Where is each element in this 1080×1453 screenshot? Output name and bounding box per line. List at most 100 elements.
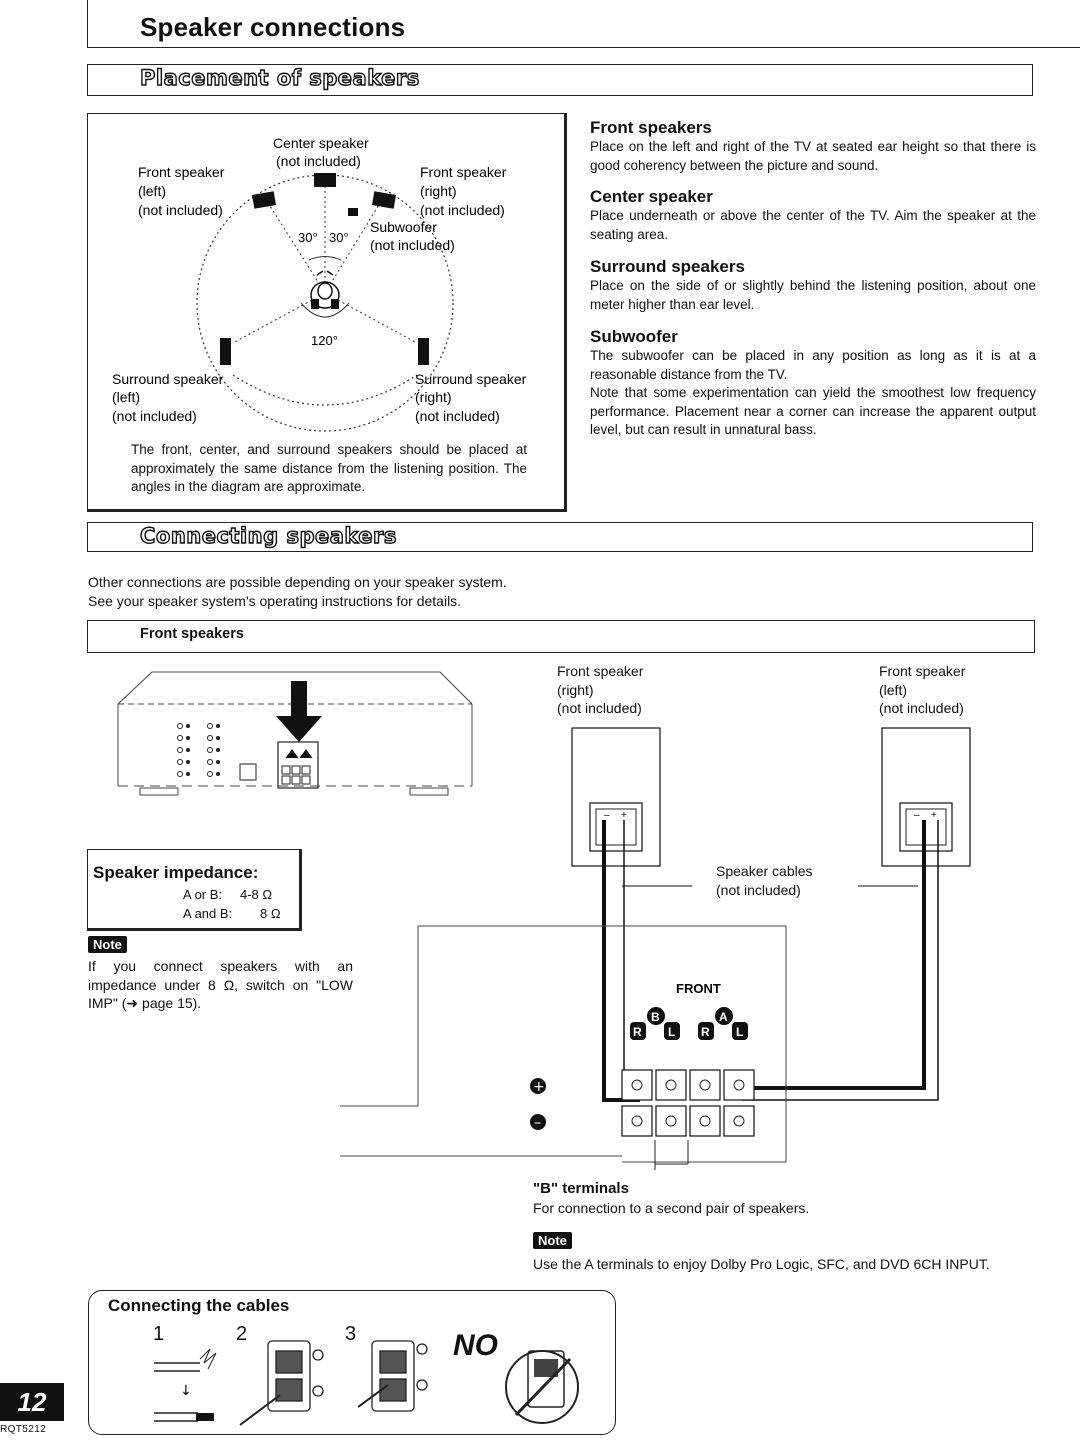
prohibited-icon <box>505 1350 579 1424</box>
no-label: NO <box>453 1329 498 1362</box>
document-code: RQT5212 <box>0 1424 47 1435</box>
terminal-b-badge: B <box>651 1010 660 1024</box>
front-speaker-left-note: (not included) <box>879 700 964 716</box>
angle-right-label: 30° <box>329 230 349 245</box>
terminal-a-badge: A <box>719 1010 728 1024</box>
front-speakers-bar-label: Front speakers <box>140 626 244 642</box>
front-right-speaker-mark <box>371 191 397 209</box>
surround-right-speaker-mark <box>418 338 429 365</box>
center-speaker-text: Place underneath or above the center of … <box>590 208 1036 242</box>
listener-icon <box>310 270 340 309</box>
note-badge-2: Note <box>533 1232 572 1249</box>
center-speaker-note: (not included) <box>276 153 361 169</box>
angle-arc-front <box>308 256 342 261</box>
title-underline <box>87 47 1080 48</box>
front-speaker-right-note: (not included) <box>557 700 642 716</box>
front-right-note: (not included) <box>420 202 505 218</box>
note-badge-1: Note <box>88 936 127 953</box>
center-speaker-label: Center speaker <box>273 135 369 151</box>
terminal-l-badge-1: L <box>668 1025 675 1039</box>
svg-text:+: + <box>533 1079 545 1095</box>
placement-heading: Placement of speakers <box>139 65 420 90</box>
subwoofer-mark <box>348 208 358 216</box>
connecting-heading: Connecting speakers <box>139 523 397 548</box>
wiring-diagram: – + – + + – B A R L R L FRONT <box>340 727 971 1170</box>
front-left-note: (not included) <box>138 202 223 218</box>
placement-diagram-box <box>87 113 567 512</box>
center-speaker-mark <box>314 173 336 187</box>
svg-text:↓: ↓ <box>180 1383 192 1399</box>
front-left-label: Front speaker <box>138 164 225 180</box>
surround-speakers-title: Surround speakers <box>590 257 745 276</box>
front-speakers-text: Place on the left and right of the TV at… <box>590 139 1036 173</box>
surround-speakers-text: Place on the side of or slightly behind … <box>590 278 1036 312</box>
speaker-cables-note: (not included) <box>716 882 801 898</box>
subwoofer-note: (not included) <box>370 237 455 253</box>
front-speaker-left-label: Front speaker <box>879 663 966 679</box>
step-1-label: 1 <box>153 1323 165 1345</box>
impedance-row2-value: 8 Ω <box>260 906 281 921</box>
impedance-row2-label: A and B: <box>183 906 233 921</box>
note-text-2: Use the A terminals to enjoy Dolby Pro L… <box>533 1256 990 1272</box>
title-rule <box>87 0 88 48</box>
surround-right-label: Surround speaker <box>415 371 527 387</box>
front-terminal-label: FRONT <box>676 981 721 996</box>
center-speaker-title: Center speaker <box>590 187 713 206</box>
subwoofer-title: Subwoofer <box>590 327 678 346</box>
step-2-terminal-icon <box>239 1340 324 1426</box>
front-speaker-right-side: (right) <box>557 682 594 698</box>
angle-left-label: 30° <box>298 230 318 245</box>
svg-text:–: – <box>534 1115 541 1131</box>
connecting-cables-box: Connecting the cables 1 2 3 NO <box>88 1290 616 1435</box>
surround-left-speaker-mark <box>220 338 231 365</box>
b-terminals-title: "B" terminals <box>533 1180 629 1197</box>
left-angle-line <box>264 197 326 294</box>
cable-steps-illustration: ↓ <box>154 1340 579 1426</box>
subwoofer-label: Subwoofer <box>370 219 437 235</box>
connecting-intro-2: See your speaker system's operating inst… <box>88 593 462 609</box>
connecting-heading-bar: Connecting speakers <box>87 522 1033 552</box>
page-title: Speaker connections <box>140 12 406 42</box>
impedance-heading: Speaker impedance: <box>93 863 259 882</box>
angle-rear-label: 120° <box>311 333 338 348</box>
front-speakers-title: Front speakers <box>590 118 712 137</box>
terminal-r-badge-2: R <box>701 1025 710 1039</box>
surround-left-side: (left) <box>112 389 140 405</box>
svg-text:–: – <box>914 810 920 821</box>
front-speakers-bar: Front speakers <box>87 620 1035 653</box>
front-speaker-right-label: Front speaker <box>557 663 644 679</box>
speaker-cables-label: Speaker cables <box>716 863 813 879</box>
placement-diagram: Center speaker (not included) Front spea… <box>112 135 527 432</box>
terminal-l-badge-2: L <box>736 1025 743 1039</box>
page-number: 12 <box>0 1383 64 1421</box>
listening-circle <box>196 174 454 432</box>
connecting-intro-1: Other connections are possible depending… <box>88 574 507 590</box>
placement-descriptions: Front speakers Place on the left and rig… <box>590 118 1036 440</box>
terminal-r-badge-1: R <box>633 1025 642 1039</box>
receiver-unit-drawing <box>117 671 473 796</box>
svg-text:–: – <box>604 810 610 821</box>
surround-left-note: (not included) <box>112 408 197 424</box>
surround-left-label: Surround speaker <box>112 371 224 387</box>
note-text-1: If you connect speakers with an impedanc… <box>88 958 353 1011</box>
diagram-caption: The front, center, and surround speakers… <box>131 442 527 494</box>
front-right-label: Front speaker <box>420 164 507 180</box>
step-1-cable-icon: ↓ <box>154 1348 217 1422</box>
surround-arc <box>232 374 418 406</box>
step-2-label: 2 <box>236 1323 248 1345</box>
front-speaker-left-side: (left) <box>879 682 907 698</box>
svg-text:+: + <box>931 810 937 821</box>
step-3-label: 3 <box>345 1323 357 1345</box>
impedance-row1-value: 4-8 Ω <box>240 887 273 902</box>
front-left-side: (left) <box>138 183 166 199</box>
subwoofer-text: The subwoofer can be placed in any posit… <box>590 348 1036 382</box>
impedance-row1-label: A or B: <box>183 887 223 902</box>
svg-text:+: + <box>621 810 627 821</box>
subwoofer-text-2: Note that some experimentation can yield… <box>590 385 1036 437</box>
step-3-terminal-icon <box>357 1340 428 1412</box>
surround-right-side: (right) <box>415 389 452 405</box>
b-terminals-text: For connection to a second pair of speak… <box>533 1200 810 1216</box>
front-right-side: (right) <box>420 183 457 199</box>
speaker-right-box <box>571 727 661 867</box>
impedance-box: Speaker impedance: A or B: 4-8 Ω A and B… <box>87 849 302 931</box>
